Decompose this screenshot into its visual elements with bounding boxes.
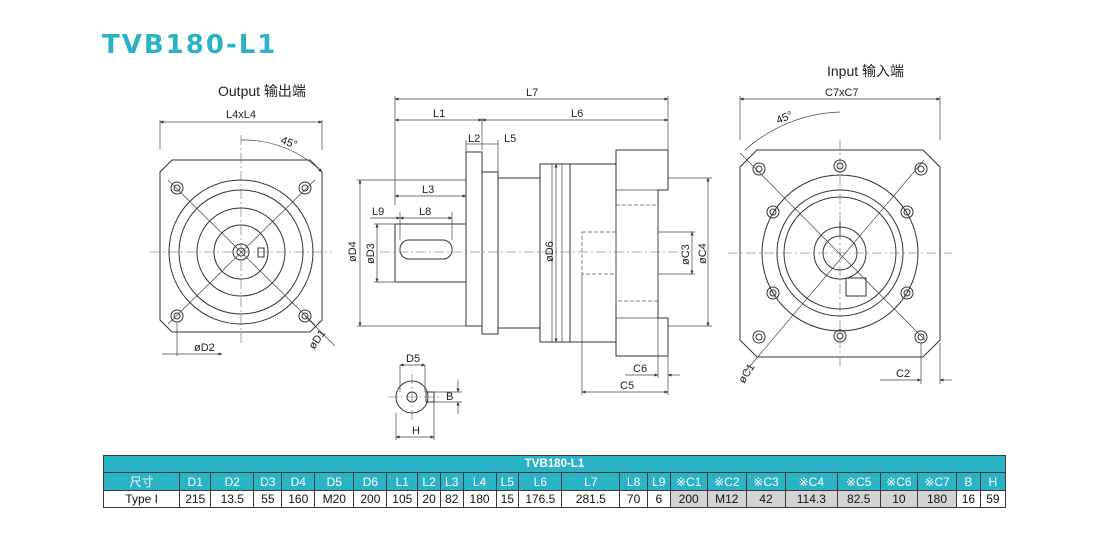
table-header-cell: D5 — [314, 472, 355, 491]
table-header-cell: ※C3 — [745, 472, 787, 491]
table-header-cell: ※C2 — [706, 472, 747, 491]
table-header-cell: D1 — [179, 472, 212, 491]
angle-input: 45° — [775, 109, 795, 126]
table-cell: 6 — [646, 490, 671, 508]
output-view: Output 输出端 L4xL4 45° øD1 øD — [150, 83, 336, 356]
table-cell: 59 — [979, 490, 1007, 508]
table-header-cell: L9 — [646, 472, 671, 491]
table-cell: 105 — [386, 490, 419, 508]
table-header-cell: ※C6 — [879, 472, 918, 491]
table-cell: 215 — [179, 490, 212, 508]
side-view: L7 L1 L6 L2 L5 øD4 — [347, 87, 712, 395]
dim-l2: L2 — [468, 133, 480, 145]
dim-l3: L3 — [422, 184, 434, 196]
table-cell: 82 — [439, 490, 464, 508]
dim-l9: L9 — [372, 206, 384, 218]
table-cell: 281.5 — [561, 490, 621, 508]
table-cell: 82.5 — [836, 490, 881, 508]
dim-h: H — [412, 425, 420, 437]
table-header-cell: ※C5 — [836, 472, 881, 491]
dim-d1: øD1 — [307, 328, 329, 352]
table-header-cell: L4 — [462, 472, 497, 491]
table-header-cell: ※C1 — [669, 472, 708, 491]
table-header-cell: L7 — [561, 472, 621, 491]
table-header-cell: L6 — [518, 472, 563, 491]
dim-c2: C2 — [896, 368, 910, 380]
table-header-cell: B — [956, 472, 981, 491]
table-header-cell: 尺寸 — [102, 472, 181, 491]
table-cell: 180 — [916, 490, 958, 508]
dim-c7xc7: C7xC7 — [825, 87, 859, 99]
dim-d5: D5 — [406, 353, 420, 365]
dim-l8: L8 — [419, 206, 431, 218]
table-header-cell: D3 — [253, 472, 283, 491]
dim-b: B — [446, 391, 453, 403]
table-cell: 13.5 — [210, 490, 255, 508]
table-title-row: TVB180-L1 — [103, 455, 1006, 473]
table-cell: 160 — [281, 490, 316, 508]
table-header-cell: L5 — [495, 472, 520, 491]
dim-l5: L5 — [504, 133, 516, 145]
table-cell: 200 — [353, 490, 388, 508]
page-title: TVB180-L1 — [102, 30, 278, 60]
table-header-cell: L8 — [619, 472, 648, 491]
table-cell: M20 — [314, 490, 355, 508]
table-cell: Type I — [102, 490, 181, 508]
table-cell: 70 — [619, 490, 648, 508]
angle-output: 45° — [279, 135, 299, 152]
table-cell: M12 — [706, 490, 747, 508]
dim-l6: L6 — [571, 108, 583, 120]
output-view-header: Output 输出端 — [218, 83, 306, 99]
dim-l1: L1 — [433, 108, 445, 120]
dim-c3: øC3 — [680, 244, 692, 265]
technical-drawing: Output 输出端 L4xL4 45° øD1 øD — [150, 63, 952, 440]
table-header-cell: D2 — [210, 472, 255, 491]
table-header-cell: ※C4 — [785, 472, 838, 491]
table-header-cell: D6 — [353, 472, 388, 491]
table-header-cell: L2 — [417, 472, 441, 491]
dim-c5: C5 — [620, 380, 634, 392]
dim-l4xl4: L4xL4 — [226, 109, 256, 121]
table-title: TVB180-L1 — [103, 455, 1006, 473]
table-cell: 200 — [669, 490, 708, 508]
table-header-cell: ※C7 — [916, 472, 958, 491]
dim-d3: øD3 — [365, 243, 377, 264]
dim-d6: øD6 — [544, 241, 556, 262]
table-cell: 16 — [956, 490, 981, 508]
table-cell: 20 — [417, 490, 441, 508]
table-cell: 176.5 — [518, 490, 563, 508]
table-cell: 180 — [462, 490, 497, 508]
table-cell: 10 — [879, 490, 918, 508]
table-header-cell: L3 — [439, 472, 464, 491]
shaft-section-view: D5 B H — [388, 353, 462, 440]
input-view: Input 输入端 C7xC7 45° øC1 — [728, 63, 952, 386]
table-header-cell: L1 — [386, 472, 419, 491]
table-cell: 15 — [495, 490, 520, 508]
table-cell: 42 — [745, 490, 787, 508]
dim-c4: øC4 — [697, 243, 709, 264]
table-cell: 114.3 — [785, 490, 838, 508]
dim-l7: L7 — [526, 87, 538, 99]
dim-c6: C6 — [633, 363, 647, 375]
dim-c1: øC1 — [736, 362, 757, 386]
table-cell: 55 — [253, 490, 283, 508]
input-view-header: Input 输入端 — [827, 63, 904, 79]
table-header-cell: D4 — [281, 472, 316, 491]
dim-d2: øD2 — [194, 342, 215, 354]
dim-d4: øD4 — [347, 241, 359, 262]
table-header-cell: H — [979, 472, 1007, 491]
